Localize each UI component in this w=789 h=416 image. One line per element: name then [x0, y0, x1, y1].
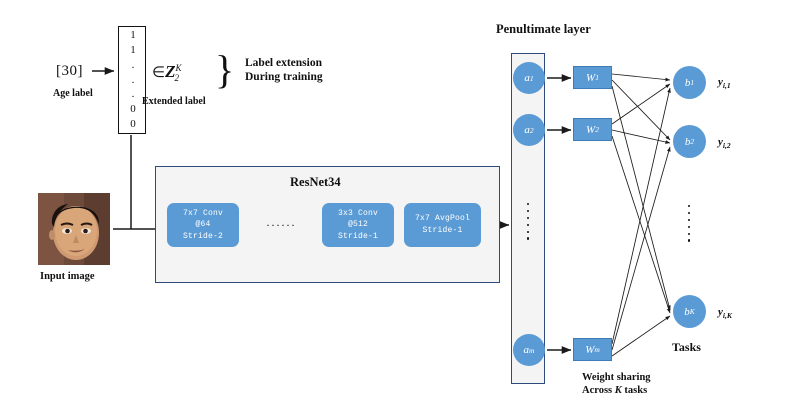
vector-cells: 1 1 . . . 0 0	[119, 26, 147, 134]
vector-cell: 0	[130, 118, 136, 131]
vector-cell: .	[131, 88, 135, 101]
curly-brace-icon: }	[215, 47, 235, 92]
weight-label: W	[586, 71, 596, 84]
y-subscript: i,1	[722, 81, 731, 91]
age-label-value: [30]	[56, 63, 83, 79]
node-subscript: 2	[690, 137, 695, 146]
weight-sharing-line-1: Weight sharing	[582, 372, 651, 383]
resnet-block-avgpool: 7x7 AvgPool Stride-1	[404, 203, 481, 247]
annotation-line-1: Label extension	[245, 57, 322, 69]
weight-sharing-line-2: Across K tasks	[582, 384, 651, 397]
age-label-caption: Age label	[53, 88, 93, 99]
node-subscript: 1	[690, 78, 695, 87]
resnet-block-conv2: 3x3 Conv @512 Stride-1	[322, 203, 394, 247]
penultimate-layer-title: Penultimate layer	[496, 22, 591, 36]
weight-sharing-annotation: Weight sharing Across K tasks	[582, 371, 651, 397]
weight-subscript: 2	[595, 125, 599, 134]
block-line: 3x3 Conv	[337, 208, 378, 218]
output-label-y1: yi,1	[718, 76, 731, 90]
vector-cell: 1	[130, 43, 136, 56]
node-subscript: K	[689, 307, 695, 316]
block-line: 7x7 Conv	[182, 208, 223, 218]
face-photo-icon	[38, 193, 110, 265]
y-base: y	[718, 136, 723, 148]
output-label-yk: yi,K	[718, 306, 732, 320]
tasks-caption: Tasks	[672, 340, 701, 354]
extended-label-caption: Extended label	[142, 96, 206, 107]
weight-sharing-pre: Across	[582, 385, 615, 397]
label-space-notation: ∈ZK2	[152, 62, 182, 83]
weight-subscript: 1	[595, 73, 599, 82]
membership-symbol: ∈	[152, 65, 166, 81]
edges-wm	[611, 87, 671, 357]
y-base: y	[718, 306, 723, 318]
label-extension-annotation: Label extension During training	[245, 56, 323, 85]
input-image-caption: Input image	[40, 271, 95, 282]
y-subscript: i,K	[722, 311, 732, 321]
output-ellipsis-dots	[688, 205, 691, 242]
weight-label: W	[586, 123, 596, 136]
node-label: a	[524, 124, 530, 136]
set-symbol: Z	[165, 62, 176, 81]
edges-w1	[611, 73, 671, 311]
resnet-block-conv1: 7x7 Conv @64 Stride-2	[167, 203, 239, 247]
node-label: b	[684, 135, 691, 148]
output-label-y2: yi,2	[718, 136, 731, 150]
set-subscript: 2	[174, 73, 179, 83]
y-base: y	[718, 76, 723, 88]
weight-subscript: m	[594, 345, 600, 354]
node-label: b	[684, 76, 691, 89]
vector-cell: .	[131, 58, 135, 71]
edges-w2	[611, 83, 671, 314]
annotation-line-2: During training	[245, 71, 323, 84]
node-label: b	[684, 305, 690, 318]
block-line: @512	[347, 220, 368, 230]
node-subscript: 2	[529, 125, 534, 135]
node-subscript: 1	[529, 73, 534, 83]
set-superscript: K	[175, 63, 182, 73]
node-label: a	[524, 72, 530, 84]
block-line: Stride-2	[182, 231, 223, 241]
block-line: Stride-1	[422, 226, 463, 235]
weight-sharing-k: K	[614, 385, 622, 397]
block-line: 7x7 AvgPool	[414, 214, 470, 224]
weight-sharing-post: tasks	[621, 385, 648, 397]
block-line: Stride-1	[337, 231, 378, 241]
extended-label-vector: 1 1 . . . 0 0	[118, 26, 147, 134]
resnet34-title: ResNet34	[290, 175, 341, 189]
vector-cell: .	[131, 73, 135, 86]
resnet-ellipsis: ······	[266, 218, 296, 232]
activation-ellipsis-dots	[527, 203, 530, 240]
weight-label: W	[585, 343, 595, 356]
block-line: @64	[195, 220, 211, 230]
vector-cell: 1	[130, 28, 136, 41]
input-image	[38, 193, 110, 265]
y-subscript: i,2	[722, 141, 731, 151]
vector-cell: 0	[130, 103, 136, 116]
node-label: a	[523, 344, 530, 356]
node-subscript: m	[529, 345, 535, 355]
